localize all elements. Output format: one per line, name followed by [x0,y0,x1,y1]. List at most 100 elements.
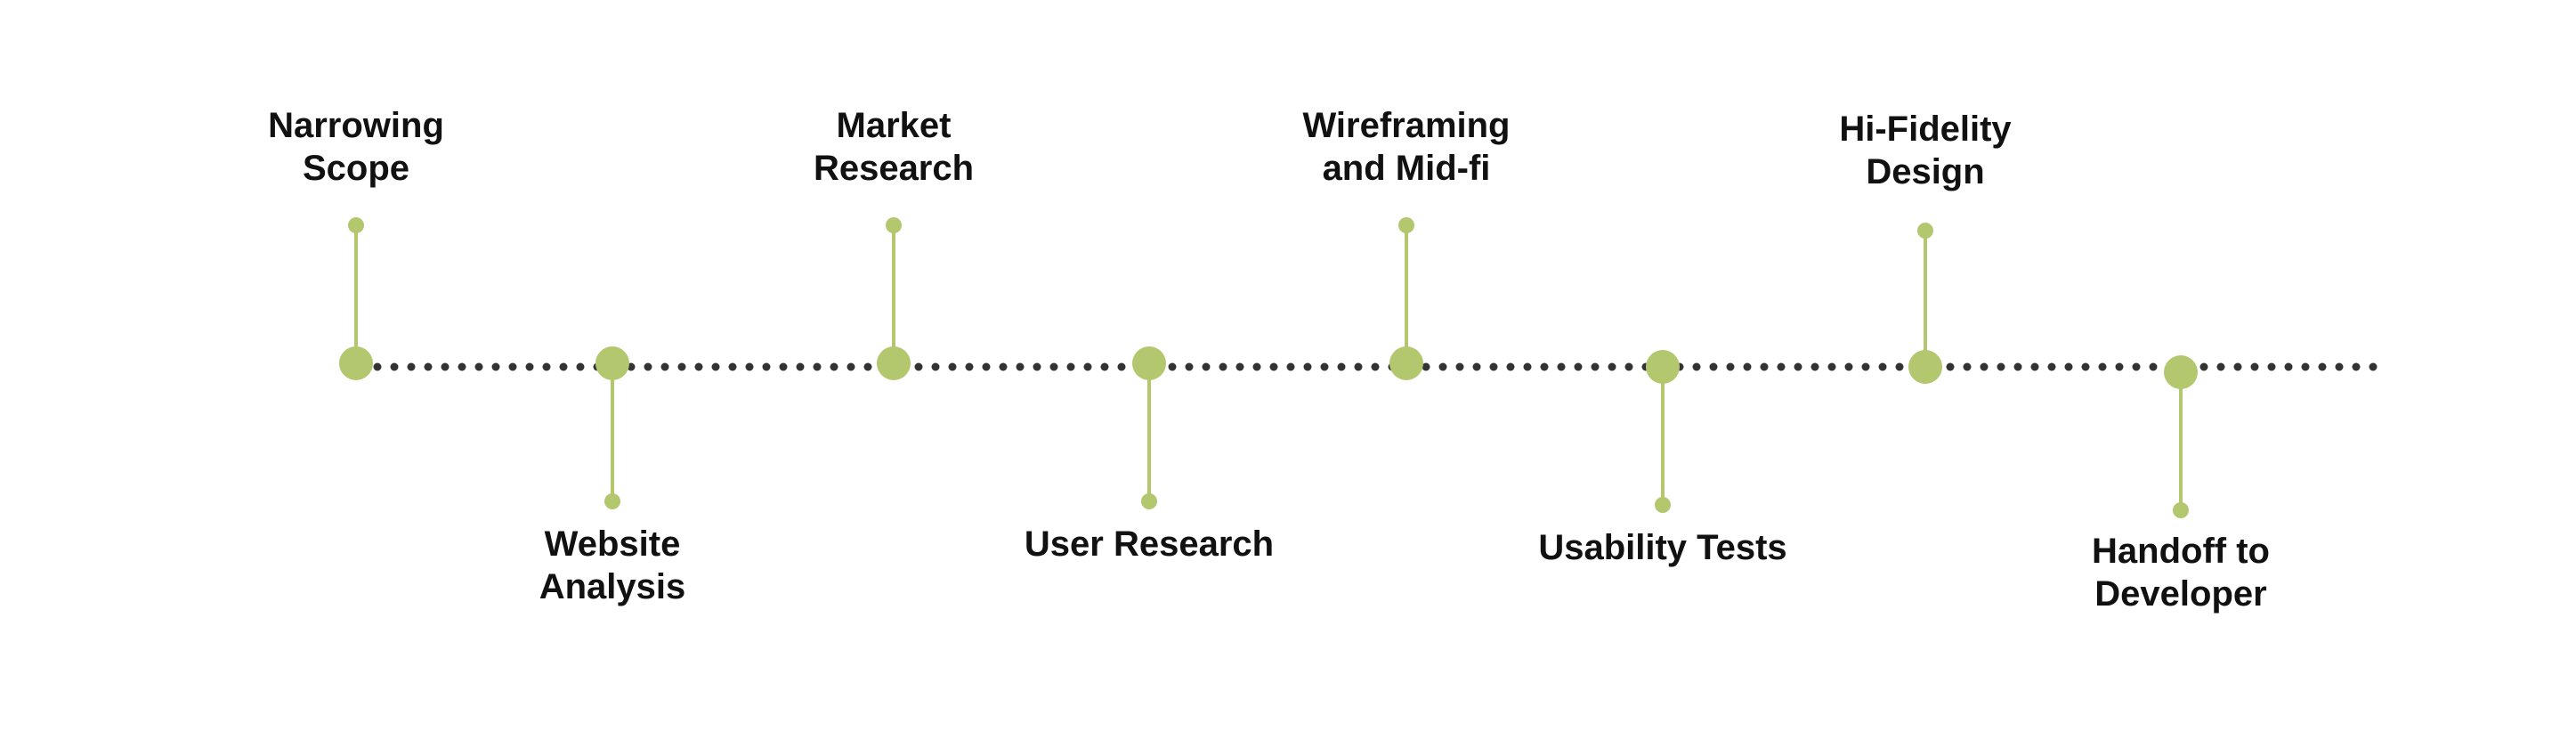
axis-dot [728,362,737,371]
axis-dot [779,362,788,371]
axis-dot [1489,362,1498,371]
axis-dot [2047,362,2056,371]
axis-dot [474,362,483,371]
axis-dot [2098,362,2107,371]
step-stem-end-dot-6 [1655,497,1671,513]
axis-dot [847,362,855,371]
axis-dot [1608,362,1616,371]
axis-dot [1455,362,1464,371]
step-stem-end-dot-7 [1917,223,1933,239]
axis-dot [1252,362,1261,371]
axis-dot [2233,362,2242,371]
step-node-2 [595,346,629,380]
axis-dot [1878,362,1887,371]
axis-dot [441,362,450,371]
step-stem-end-dot-2 [604,493,620,509]
axis-dot [2064,362,2073,371]
axis-dot [1472,362,1481,371]
axis-dot [1049,362,1058,371]
axis-dot [1320,362,1329,371]
step-stem-end-dot-3 [886,217,902,233]
axis-dot [1810,362,1819,371]
step-stem-end-dot-8 [2173,502,2189,518]
axis-dot [1354,362,1363,371]
step-label-usability-tests: Usability Tests [1538,528,1787,567]
axis-dot [1286,362,1295,371]
axis-dot [1117,362,1126,371]
step-label-user-research: User Research [1024,524,1275,564]
axis-dot [1980,362,1989,371]
axis-dot [525,362,534,371]
step-node-4 [1132,346,1166,380]
axis-dot [931,362,940,371]
axis-dot [2318,362,2327,371]
axis-dot [1235,362,1244,371]
axis-dot [458,362,466,371]
axis-dot [2284,362,2293,371]
axis-dot [1269,362,1278,371]
axis-dot [677,362,686,371]
axis-dot [1963,362,1972,371]
axis-dot [1557,362,1566,371]
axis-dot [644,362,652,371]
axis-dot [1997,362,2005,371]
axis-dot [830,362,838,371]
axis-dot [1371,362,1380,371]
axis-dot [1709,362,1718,371]
axis-dot [1946,362,1955,371]
axis-dot [711,362,720,371]
axis-dot [1016,362,1025,371]
axis-dot [1033,362,1041,371]
step-label-website-analysis: Website Analysis [539,524,686,606]
axis-dot [1337,362,1346,371]
axis-dot [948,362,957,371]
axis-dot [1844,362,1853,371]
axis-dot [1692,362,1701,371]
step-label-narrowing-scope: Narrowing Scope [268,106,444,188]
step-label-wireframing: Wireframing and Mid-fi [1302,106,1511,188]
axis-dot [745,362,754,371]
axis-dot [1506,362,1515,371]
axis-dot [2216,362,2225,371]
axis-dot [796,362,805,371]
axis-dot [1303,362,1312,371]
axis-dot [2301,362,2310,371]
step-node-7 [1908,350,1942,384]
step-node-3 [877,346,911,380]
axis-dot [914,362,923,371]
step-node-6 [1646,350,1680,384]
axis-dot [1100,362,1109,371]
step-stem-end-dot-1 [348,217,364,233]
axis-dot [559,362,568,371]
axis-dot [2030,362,2039,371]
step-label-market-research: Market Research [813,106,975,188]
axis-dot [1185,362,1194,371]
step-node-8 [2164,355,2198,389]
axis-dot [1726,362,1735,371]
axis-dot [2013,362,2022,371]
axis-dot [1422,362,1430,371]
axis-dot [2369,362,2378,371]
step-node-1 [339,346,373,380]
axis-dot [1219,362,1227,371]
axis-dot [373,362,382,371]
axis-dot [2199,362,2208,371]
axis-dot [1794,362,1802,371]
axis-dot [965,362,974,371]
axis-dot [1760,362,1769,371]
axis-dot [2267,362,2276,371]
axis-dot [1743,362,1752,371]
axis-dot [1202,362,1211,371]
axis-dot [694,362,703,371]
axis-dot [491,362,500,371]
step-node-5 [1389,346,1423,380]
timeline-nodes [339,217,2198,518]
axis-dot [982,362,991,371]
axis-dot [2115,362,2124,371]
axis-dot [1523,362,1532,371]
axis-dot [1777,362,1786,371]
axis-dot [2335,362,2344,371]
axis-dot [762,362,771,371]
axis-dot [407,362,416,371]
